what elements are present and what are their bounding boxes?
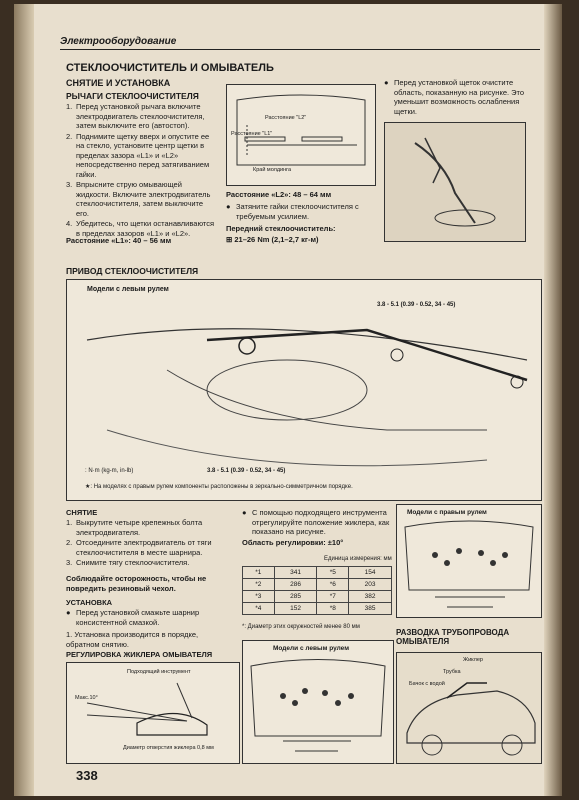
page-number: 338	[76, 768, 98, 783]
lhd-fig-title: Модели с левым рулем	[273, 645, 350, 652]
caution-note: Соблюдайте осторожность, чтобы не повред…	[66, 574, 207, 593]
torque-wrench-icon: ⊞	[226, 235, 235, 244]
removal-steps: 1.Выкрутите четыре крепежных болта элект…	[66, 518, 226, 569]
install-step: 1. Установка производится в порядке, обр…	[66, 630, 199, 649]
rhd-note: ★: На моделях с правым рулем компоненты …	[85, 484, 353, 490]
rhd-fig-title: Модели с правым рулем	[407, 509, 487, 516]
hand-cleaning-illustration	[414, 137, 496, 227]
tighten-note: ●Затяните гайки стеклоочистителя с требу…	[226, 202, 359, 221]
units-legend: : N·m (kg-m, in-lb)	[85, 468, 134, 474]
arms-steps: 1.Перед установкой рычага включите элект…	[66, 102, 216, 239]
reg-footnote: *: Диаметр этих окружностей менее 80 мм	[242, 624, 360, 630]
list-item: 1.Выкрутите четыре крепежных болта элект…	[66, 518, 203, 537]
l1-label: Расстояние "L1"	[231, 131, 273, 137]
section-removal-install: СНЯТИЕ И УСТАНОВКА	[66, 78, 171, 88]
page-title: СТЕКЛООЧИСТИТЕЛЬ И ОМЫВАТЕЛЬ	[66, 62, 274, 74]
page-edge	[544, 4, 562, 796]
removal-title: СНЯТИЕ	[66, 508, 98, 517]
nozzle-adjust-note: ●С помощью подходящего инструмента отрег…	[242, 508, 390, 536]
subsection-wiper-arms: РЫЧАГИ СТЕКЛООЧИСТИТЕЛЯ	[66, 91, 199, 101]
pipe-title: РАЗВОДКА ТРУБОПРОВОДА ОМЫВАТЕЛЯ	[396, 628, 510, 646]
pipe-figure: Жиклер Трубка Бачок с водой	[396, 652, 542, 764]
l2-spec: Расстояние «L2»: 48 – 64 мм	[226, 190, 332, 199]
rhd-windshield-diagram	[404, 520, 534, 608]
distance-figure: Расстояние "L2" Расстояние "L1" Край мол…	[226, 84, 376, 186]
bullet-icon: ●	[226, 202, 231, 211]
manual-page: Электрооборудование СТЕКЛООЧИСТИТЕЛЬ И О…	[14, 4, 562, 796]
install-title: УСТАНОВКА	[66, 598, 113, 607]
units-label: Единица измерения: мм	[324, 556, 392, 562]
nozzle-diagram	[86, 682, 208, 736]
list-item: 1.Перед установкой рычага включите элект…	[66, 102, 205, 130]
reg-area: Область регулировки: ±10°	[242, 538, 344, 547]
tube-label: Трубка	[443, 669, 461, 675]
book-spine	[14, 4, 34, 796]
tank-label: Бачок с водой	[409, 681, 445, 687]
windshield-diagram	[236, 94, 366, 166]
clean-note: ●Перед установкой щеток очистите область…	[384, 78, 525, 116]
lhd-windshield-diagram	[250, 659, 386, 752]
cleaning-figure	[384, 122, 526, 242]
install-bullet: ●Перед установкой смажьте шарнир консист…	[66, 608, 200, 627]
list-item: 3.Впрысните струю омывающей жидкости. Вк…	[66, 180, 211, 218]
nozzle-title: РЕГУЛИРОВКА ЖИКЛЕРА ОМЫВАТЕЛЯ	[66, 650, 213, 659]
diameter-label: Диаметр отверстия жиклера 0,8 мм	[123, 745, 214, 751]
bullet-icon: ●	[384, 78, 389, 87]
bullet-icon: ●	[66, 608, 71, 617]
lhd-nozzle-figure: Модели с левым рулем	[242, 640, 394, 764]
bullet-icon: ●	[242, 508, 247, 517]
torque-b: 3.8 - 5.1 (0.39 - 0.52, 34 - 45)	[207, 468, 286, 474]
running-header: Электрооборудование	[60, 36, 177, 47]
front-wiper-torque: ⊞ 21–26 Nm (2,1–2,7 кг-м)	[226, 235, 319, 244]
engine-bay-diagram	[86, 328, 528, 467]
list-item: 2.Отсоедините электродвигатель от тяги с…	[66, 538, 212, 557]
list-item: 3.Снимите тягу стеклоочистителя.	[66, 558, 190, 567]
torque-a: 3.8 - 5.1 (0.39 - 0.52, 34 - 45)	[377, 302, 456, 308]
max-angle-label: Макс.10°	[75, 695, 98, 701]
nozzle-figure: Подходящий инструмент Макс.10° Диаметр о…	[66, 662, 240, 764]
list-item: 4.Убедитесь, что щетки останавливаются в…	[66, 219, 215, 238]
drive-title: ПРИВОД СТЕКЛООЧИСТИТЕЛЯ	[66, 266, 199, 276]
front-wiper-label: Передний стеклоочиститель:	[226, 224, 336, 233]
car-washer-diagram	[406, 682, 536, 756]
rhd-nozzle-figure: Модели с правым рулем	[396, 504, 542, 618]
nozzle-label: Жиклер	[463, 657, 483, 663]
l1-spec: Расстояние «L1»: 40 – 56 мм	[66, 236, 172, 245]
list-item: 2.Поднимите щетку вверх и опустите ее на…	[66, 131, 210, 179]
lhd-label: Модели с левым рулем	[87, 286, 169, 293]
edge-label: Край молдинга	[253, 167, 292, 173]
wiper-drive-figure: Модели с левым рулем 3.8 - 5.1 (0.39 - 0…	[66, 279, 542, 501]
tool-label: Подходящий инструмент	[127, 669, 191, 675]
l2-label: Расстояние "L2"	[265, 115, 307, 121]
header-rule	[60, 49, 540, 50]
